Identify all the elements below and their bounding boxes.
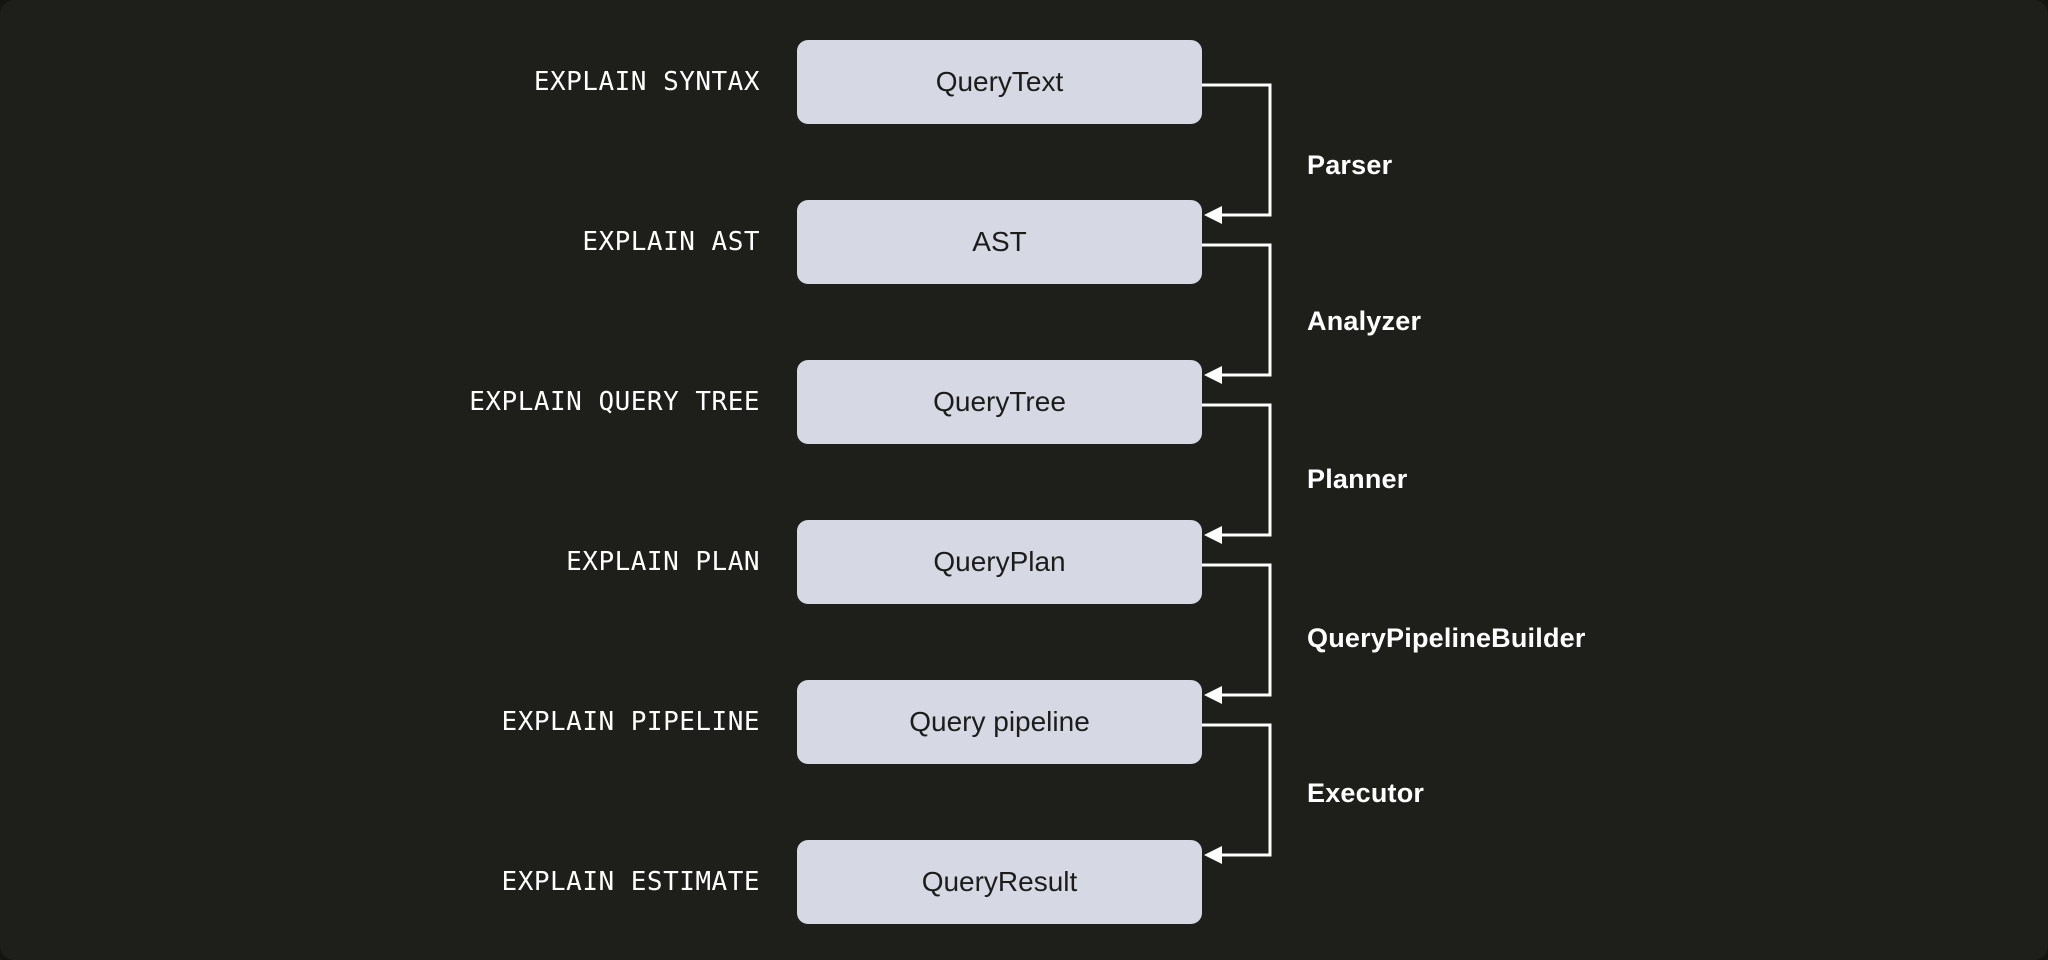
explain-label-estimate: EXPLAIN ESTIMATE bbox=[501, 867, 760, 897]
connector-querytree-to-queryplan bbox=[1202, 403, 1272, 544]
explain-label-ast: EXPLAIN AST bbox=[582, 227, 760, 257]
stage-box-query-plan: QueryPlan bbox=[797, 520, 1202, 604]
connector-querytext-to-ast bbox=[1202, 83, 1272, 224]
connector-ast-to-querytree bbox=[1202, 243, 1272, 384]
stage-box-query-text: QueryText bbox=[797, 40, 1202, 124]
explain-label-pipeline: EXPLAIN PIPELINE bbox=[501, 707, 760, 737]
component-label-parser: Parser bbox=[1307, 150, 1393, 180]
explain-label-syntax: EXPLAIN SYNTAX bbox=[533, 67, 760, 97]
component-label-executor: Executor bbox=[1307, 778, 1425, 808]
stage-box-query-pipeline: Query pipeline bbox=[797, 680, 1202, 764]
component-label-querypipelinebuilder: QueryPipelineBuilder bbox=[1307, 623, 1586, 653]
stage-box-query-tree: QueryTree bbox=[797, 360, 1202, 444]
stage-box-query-result: QueryResult bbox=[797, 840, 1202, 924]
explain-label-plan: EXPLAIN PLAN bbox=[566, 547, 760, 577]
connector-querypipeline-to-queryresult bbox=[1202, 723, 1272, 864]
component-label-planner: Planner bbox=[1307, 464, 1408, 494]
explain-label-query-tree: EXPLAIN QUERY TREE bbox=[469, 387, 760, 417]
connector-queryplan-to-querypipeline bbox=[1202, 563, 1272, 704]
stage-box-ast: AST bbox=[797, 200, 1202, 284]
component-label-analyzer: Analyzer bbox=[1307, 306, 1422, 336]
